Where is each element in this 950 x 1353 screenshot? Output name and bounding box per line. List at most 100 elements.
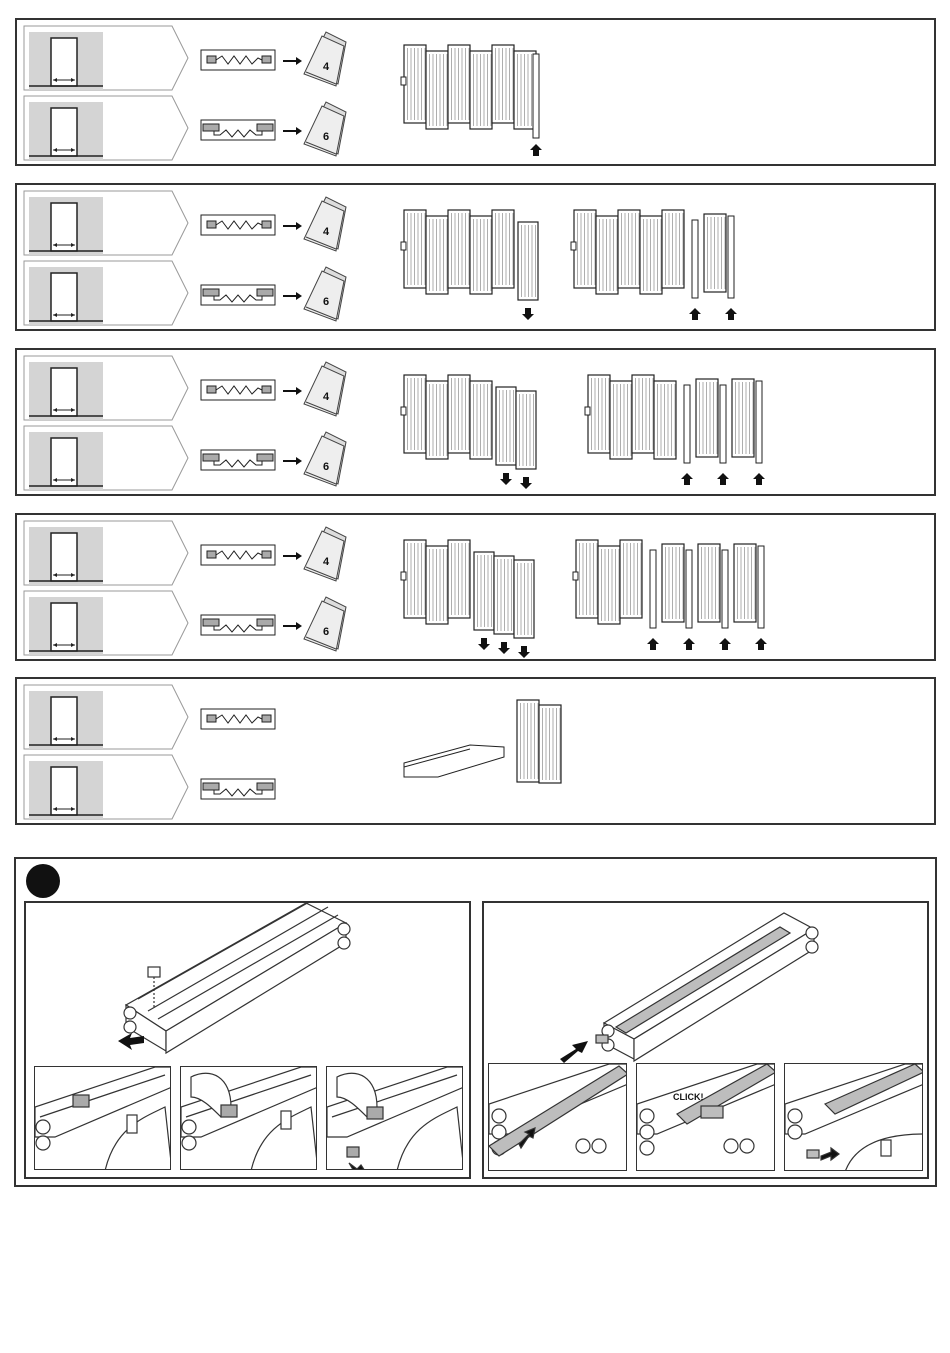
gate-panel: [588, 375, 610, 453]
door-icon: [51, 273, 77, 321]
manual-page-icon: 4: [304, 362, 346, 416]
gate-panel: [426, 51, 448, 129]
gate-panel: [492, 45, 514, 123]
gate-panel: [426, 381, 448, 459]
arrow-up-icon: [683, 638, 695, 650]
arrow-down-icon: [478, 638, 490, 650]
gate-panel: [470, 51, 492, 129]
gate-latch: [401, 572, 406, 580]
inset-2: [180, 1066, 317, 1170]
arrow-right-icon: [283, 552, 302, 560]
door-icon: [51, 438, 77, 486]
arrow-right-icon: [283, 457, 302, 465]
door-icon: [51, 533, 77, 581]
gate-panel: [448, 375, 470, 453]
manual-page-icon: 6: [304, 102, 346, 156]
main-gate-icon: [401, 210, 514, 294]
extension-post: [758, 546, 764, 628]
extension-panel: [704, 214, 726, 292]
cable-icon: [201, 380, 275, 400]
gate-panel: [470, 381, 492, 459]
gate-panel: [404, 210, 426, 288]
gate-latch: [585, 407, 590, 415]
extension-post: [684, 385, 690, 463]
gate-latch: [573, 572, 578, 580]
cable-icon: [201, 545, 275, 565]
cable-icon: [201, 450, 275, 470]
gate-panel: [654, 381, 676, 459]
main-gate-icon: [585, 375, 676, 459]
removed-panel: [514, 560, 534, 638]
config-row: 4: [24, 26, 346, 90]
removed-panel: [474, 552, 494, 630]
arrow-down-icon: [520, 477, 532, 489]
config-row: 4: [24, 521, 346, 585]
extension-post: [650, 550, 656, 628]
extension-panel: [696, 379, 718, 457]
hand-icon: [105, 1107, 171, 1170]
main-gate-icon: [571, 210, 684, 294]
inset-6: [784, 1063, 923, 1171]
gate-panel: [596, 216, 618, 294]
extension-post: [728, 216, 734, 298]
removed-panel: [494, 556, 514, 634]
arrow-right-icon: [821, 1148, 839, 1160]
gate-panel: [640, 216, 662, 294]
extension-post: [756, 381, 762, 463]
manual-page-icon: 6: [304, 267, 346, 321]
extension-panel: [662, 544, 684, 622]
gate-latch: [401, 242, 406, 250]
gate-panel: [470, 216, 492, 294]
arrow-up-icon: [689, 308, 701, 320]
arrow-up-icon: [755, 638, 767, 650]
gate-panel: [492, 210, 514, 288]
config-row: 6: [24, 261, 346, 325]
gate-panel: [448, 540, 470, 618]
cable-icon: [201, 215, 275, 235]
config-row: [24, 755, 275, 819]
cable-icon: [201, 120, 275, 140]
inset-3: [326, 1066, 463, 1170]
arrow-down-icon: [498, 642, 510, 654]
arrow-up-icon: [530, 144, 542, 156]
gate-panel: [632, 375, 654, 453]
gate-panel: [574, 210, 596, 288]
arrow-down-icon: [500, 473, 512, 485]
extension-post: [720, 385, 726, 463]
config-row: [24, 685, 275, 749]
gate-panel: [426, 216, 448, 294]
assembly-step: CLICK!: [14, 857, 937, 1187]
inset-1: [34, 1066, 171, 1170]
page-number: 4: [323, 61, 330, 73]
extension-post: [722, 550, 728, 628]
gate-panel: [620, 540, 642, 618]
page-number: 4: [323, 391, 330, 403]
gate-panel: [404, 375, 426, 453]
manual-page-icon: 4: [304, 527, 346, 581]
door-icon: [51, 38, 77, 86]
arrow-right-icon: [283, 222, 302, 230]
removed-panel: [518, 222, 538, 300]
page-number: 6: [323, 626, 329, 638]
page-number: 6: [323, 131, 329, 143]
main-gate-icon: [573, 540, 642, 624]
hand-icon: [397, 1107, 463, 1170]
gate-panel: [404, 540, 426, 618]
gate-panel: [598, 546, 620, 624]
cable-icon: [201, 50, 275, 70]
page-number: 4: [323, 226, 330, 238]
cable-icon: [201, 285, 275, 305]
door-icon: [51, 108, 77, 156]
removed-panel: [496, 387, 516, 465]
arrow-down-icon: [522, 308, 534, 320]
page-number: 6: [323, 296, 329, 308]
gate-panel: [426, 546, 448, 624]
extension-post: [533, 54, 539, 138]
step-left-frame: [24, 901, 471, 1179]
arrow-right-icon: [283, 387, 302, 395]
gate-latch: [401, 77, 406, 85]
gate-panel: [404, 45, 426, 123]
door-icon: [51, 767, 77, 815]
folded-gate-icon: [124, 903, 350, 1053]
gate-panel: [610, 381, 632, 459]
